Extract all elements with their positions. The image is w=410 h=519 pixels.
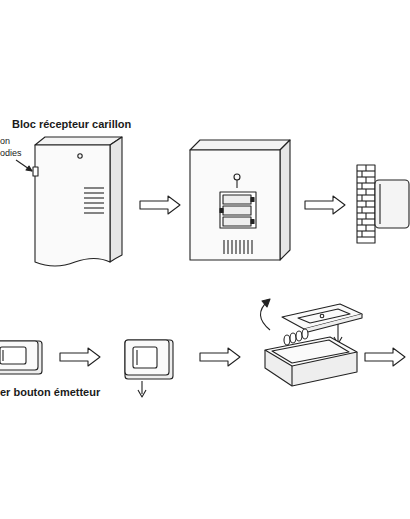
transmitter-title: er bouton émetteur — [0, 386, 100, 398]
step-arrow — [200, 348, 240, 366]
receiver-back — [190, 140, 290, 260]
part-label: on — [0, 137, 10, 147]
step-arrow — [140, 196, 180, 214]
transmitter-button — [0, 341, 42, 374]
receiver-title: Bloc récepteur carillon — [12, 118, 131, 130]
chime-receiver — [16, 137, 122, 266]
transmitter-button — [125, 340, 173, 397]
part-label: odies — [0, 149, 22, 159]
wall-mounted-receiver — [357, 165, 409, 243]
step-arrow — [365, 348, 405, 366]
step-arrow — [60, 348, 100, 366]
opened-transmitter — [260, 299, 362, 386]
step-arrow — [305, 196, 345, 214]
